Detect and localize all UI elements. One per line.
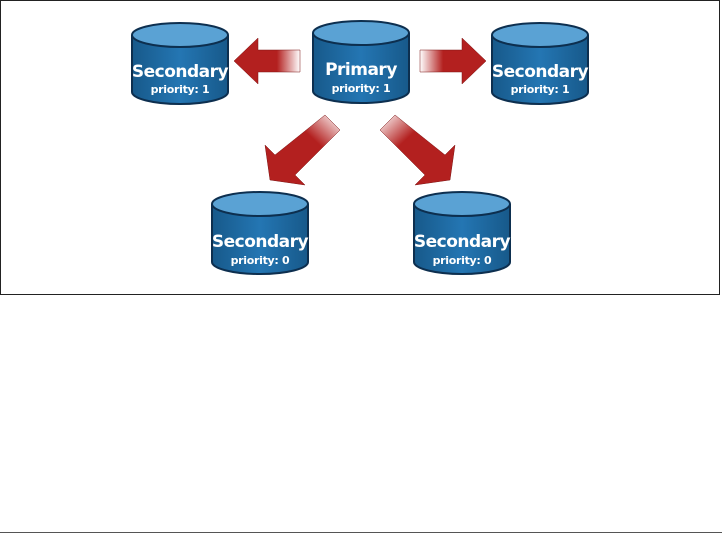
arrow-primary-to-secondary-left xyxy=(233,37,301,85)
node-title: Primary xyxy=(325,60,397,80)
db-node-primary: Primary priority: 1 xyxy=(312,20,410,104)
db-node-secondary-bottom-right: Secondary priority: 0 xyxy=(413,191,511,275)
arrow-primary-to-secondary-bottom-left xyxy=(264,114,341,186)
arrow-primary-to-secondary-right xyxy=(419,37,487,85)
node-title: Secondary xyxy=(212,232,309,252)
node-priority-label: priority: 0 xyxy=(433,254,492,267)
db-node-secondary-bottom-left: Secondary priority: 0 xyxy=(211,191,309,275)
node-priority-label: priority: 1 xyxy=(511,83,570,96)
bottom-rule xyxy=(0,532,722,533)
figure-frame xyxy=(0,0,720,295)
node-priority-label: priority: 0 xyxy=(231,254,290,267)
node-priority-label: priority: 1 xyxy=(332,82,391,95)
node-title: Secondary xyxy=(132,62,229,82)
db-node-secondary-left: Secondary priority: 1 xyxy=(131,22,229,105)
db-node-secondary-right: Secondary priority: 1 xyxy=(491,22,589,105)
arrow-primary-to-secondary-bottom-right xyxy=(379,114,456,186)
node-title: Secondary xyxy=(492,62,589,82)
node-title: Secondary xyxy=(414,232,511,252)
replication-diagram: Primary priority: 1 Secondary priority: … xyxy=(131,20,589,275)
node-priority-label: priority: 1 xyxy=(151,83,210,96)
